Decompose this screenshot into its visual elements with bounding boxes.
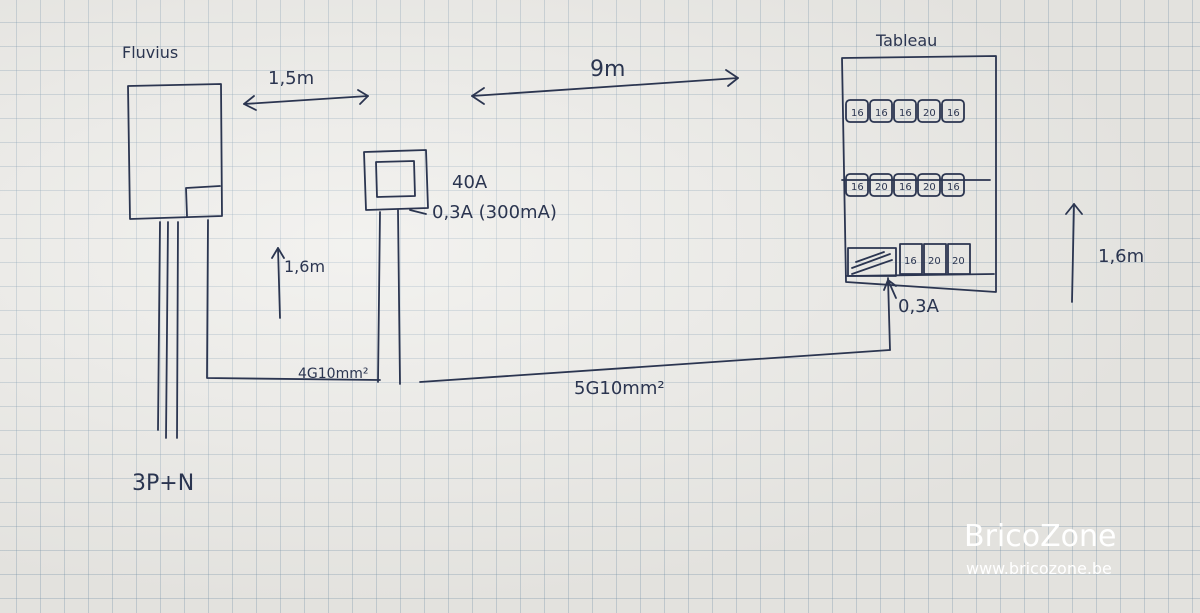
- breaker: [941, 99, 965, 123]
- differential-label: 0,3A (300mA): [432, 202, 557, 223]
- panel-diff-label: 0,3A: [898, 296, 940, 317]
- height-label-panel: 1,6m: [1098, 246, 1144, 267]
- breaker-rating: 16: [947, 108, 960, 119]
- breaker-rating: 16: [899, 182, 912, 193]
- breaker-rating: 20: [928, 256, 941, 267]
- breaker-row-1: 16 16 16 20 16: [845, 99, 965, 123]
- breaker: [899, 243, 923, 275]
- height-label-box: 1,6m: [284, 257, 325, 276]
- breaker: [845, 173, 869, 197]
- height-arrow-box: [271, 247, 285, 319]
- breaker: [917, 173, 941, 197]
- breaker-rating: 20: [923, 108, 936, 119]
- breaker-rating: 20: [875, 182, 888, 193]
- breaker-rating: 16: [875, 108, 888, 119]
- breaker-rating: 16: [899, 108, 912, 119]
- breaker: [869, 173, 893, 197]
- fluvius-meter: [127, 83, 381, 439]
- watermark-brand: BricoZone: [964, 519, 1116, 554]
- supply-label: 3P+N: [132, 471, 194, 496]
- distance-arrow-box-panel: [471, 69, 739, 105]
- breaker: [947, 243, 971, 275]
- distance-label-box-panel: 9m: [590, 57, 625, 82]
- breaker: [893, 99, 917, 123]
- cable-label-panel: 5G10mm²: [574, 378, 665, 399]
- breaker-rating: 16: [851, 182, 864, 193]
- sub-box: [363, 149, 429, 385]
- breaker-rating: 20: [952, 256, 965, 267]
- breaker-row-2: 16 20 16 20 16: [845, 173, 965, 197]
- fluvius-label: Fluvius: [122, 43, 178, 62]
- breaker-rating: 16: [904, 256, 917, 267]
- breaker: [923, 243, 947, 275]
- breaker: [893, 173, 917, 197]
- distance-arrow-meter-box: [243, 89, 369, 111]
- breaker: [941, 173, 965, 197]
- breaker-row-3: 16 20 20: [847, 243, 971, 277]
- distance-label-meter-box: 1,5m: [268, 68, 314, 89]
- breaker: [869, 99, 893, 123]
- breaker-rating: 20: [923, 182, 936, 193]
- height-arrow-panel: [1065, 203, 1083, 303]
- cable-label-meter: 4G10mm²: [298, 366, 368, 382]
- breaker: [845, 99, 869, 123]
- breaker-rating: 16: [851, 108, 864, 119]
- differential-hatching: [851, 251, 893, 275]
- main-breaker-label: 40A: [452, 172, 488, 193]
- cable-to-panel: [419, 349, 891, 383]
- breaker: [917, 99, 941, 123]
- breaker-rating: 16: [947, 182, 960, 193]
- watermark-url: www.bricozone.be: [966, 559, 1112, 578]
- panel-diff-pointer: [883, 279, 897, 299]
- tableau-label: Tableau: [875, 31, 937, 50]
- panel-differential: [847, 247, 897, 277]
